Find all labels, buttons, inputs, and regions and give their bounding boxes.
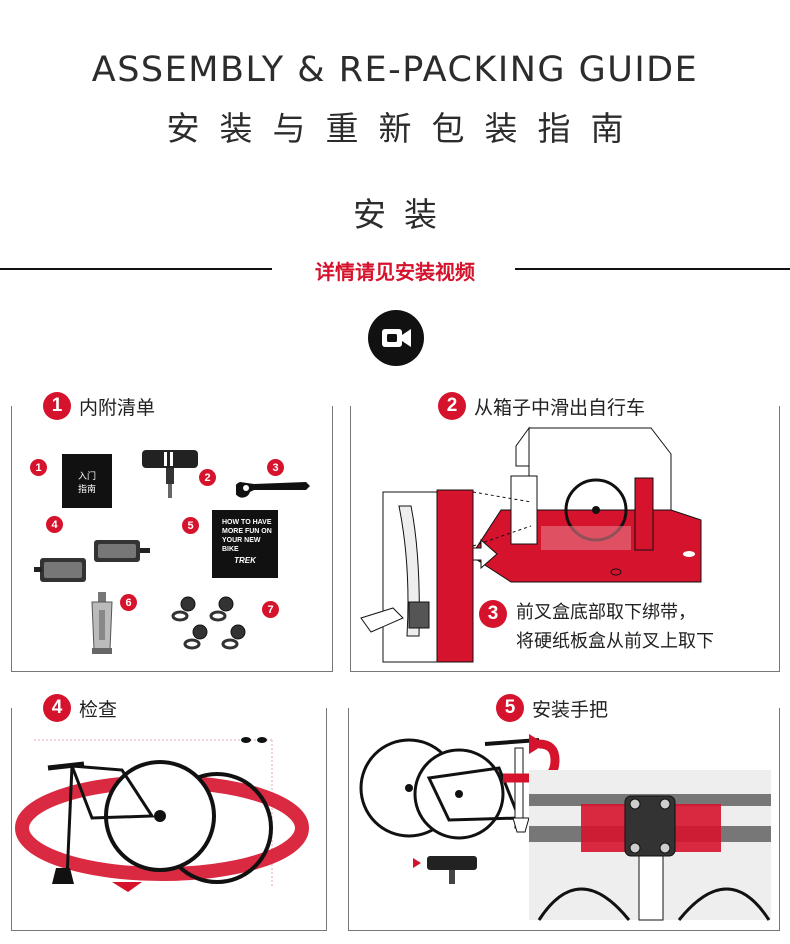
divider-right: [515, 268, 790, 270]
torque-wrench-icon: [142, 450, 198, 498]
grease-tube-icon: [91, 592, 113, 654]
quick-guide-booklet: 入门 指南: [62, 454, 112, 508]
step-4-header: 4 检查: [35, 692, 126, 724]
bolts-icon: [171, 596, 246, 650]
video-play-button[interactable]: [368, 310, 424, 366]
item-badge-5: 5: [182, 517, 199, 534]
step-5-header: 5 安装手把: [488, 692, 617, 724]
step-2-label: 从箱子中滑出自行车: [474, 396, 646, 419]
pedals-icon: [34, 540, 150, 582]
item-badge-2: 2: [199, 469, 216, 486]
step-3-note-line2: 将硬纸板盒从前叉上取下: [516, 631, 714, 652]
manual-brand: TREK: [234, 556, 256, 565]
step-1-label: 内附清单: [79, 396, 156, 419]
manual-text: HOW TO HAVE MORE FUN ON YOUR NEW BIKE: [222, 519, 272, 553]
panel-inspect: [11, 708, 327, 931]
item-badge-4: 4: [46, 516, 63, 533]
quick-guide-line2: 指南: [77, 484, 96, 494]
step-2-header: 2 从箱子中滑出自行车: [430, 390, 654, 422]
pedal-wrench-icon: [236, 482, 310, 498]
panel-slide-from-box: 3 前叉盒底部取下绑带， 将硬纸板盒从前叉上取下: [350, 406, 780, 672]
item-badge-6: 6: [120, 594, 137, 611]
box-unpacking-illustration: [360, 426, 702, 663]
step-1-header: 1 内附清单: [35, 390, 164, 422]
step-5-number: 5: [496, 694, 524, 722]
owner-manual-booklet: HOW TO HAVE MORE FUN ON YOUR NEW BIKE TR…: [212, 510, 278, 578]
step-3-note-line1: 前叉盒底部取下绑带，: [516, 602, 696, 623]
step-3-number: 3: [479, 600, 507, 628]
inspect-bike-illustration: [15, 737, 309, 892]
page-title-chinese: 安装与重新包装指南: [166, 109, 644, 148]
step-1-number: 1: [43, 392, 71, 420]
video-camera-icon: [382, 329, 411, 347]
step-3-note: 前叉盒底部取下绑带， 将硬纸板盒从前叉上取下: [516, 598, 714, 656]
divider-left: [0, 268, 272, 270]
section-title: 安装: [353, 195, 455, 234]
item-badge-1: 1: [30, 459, 47, 476]
handlebar-install-illustration: [359, 734, 771, 921]
quick-guide-line1: 入门: [77, 471, 96, 481]
step-5-label: 安装手把: [532, 698, 609, 721]
step-4-number: 4: [43, 694, 71, 722]
step-4-label: 检查: [79, 698, 118, 721]
panel-kit-contents: 1 入门 指南 2 3 4 5 HOW TO HAVE MORE FUN ON …: [11, 406, 333, 672]
panel-install-handlebar: [348, 708, 780, 931]
video-link[interactable]: 详情请见安装视频: [315, 260, 475, 284]
step-2-number: 2: [438, 392, 466, 420]
item-badge-3: 3: [267, 459, 284, 476]
page-title-english: ASSEMBLY & RE-PACKING GUIDE: [91, 50, 699, 90]
item-badge-7: 7: [262, 601, 279, 618]
